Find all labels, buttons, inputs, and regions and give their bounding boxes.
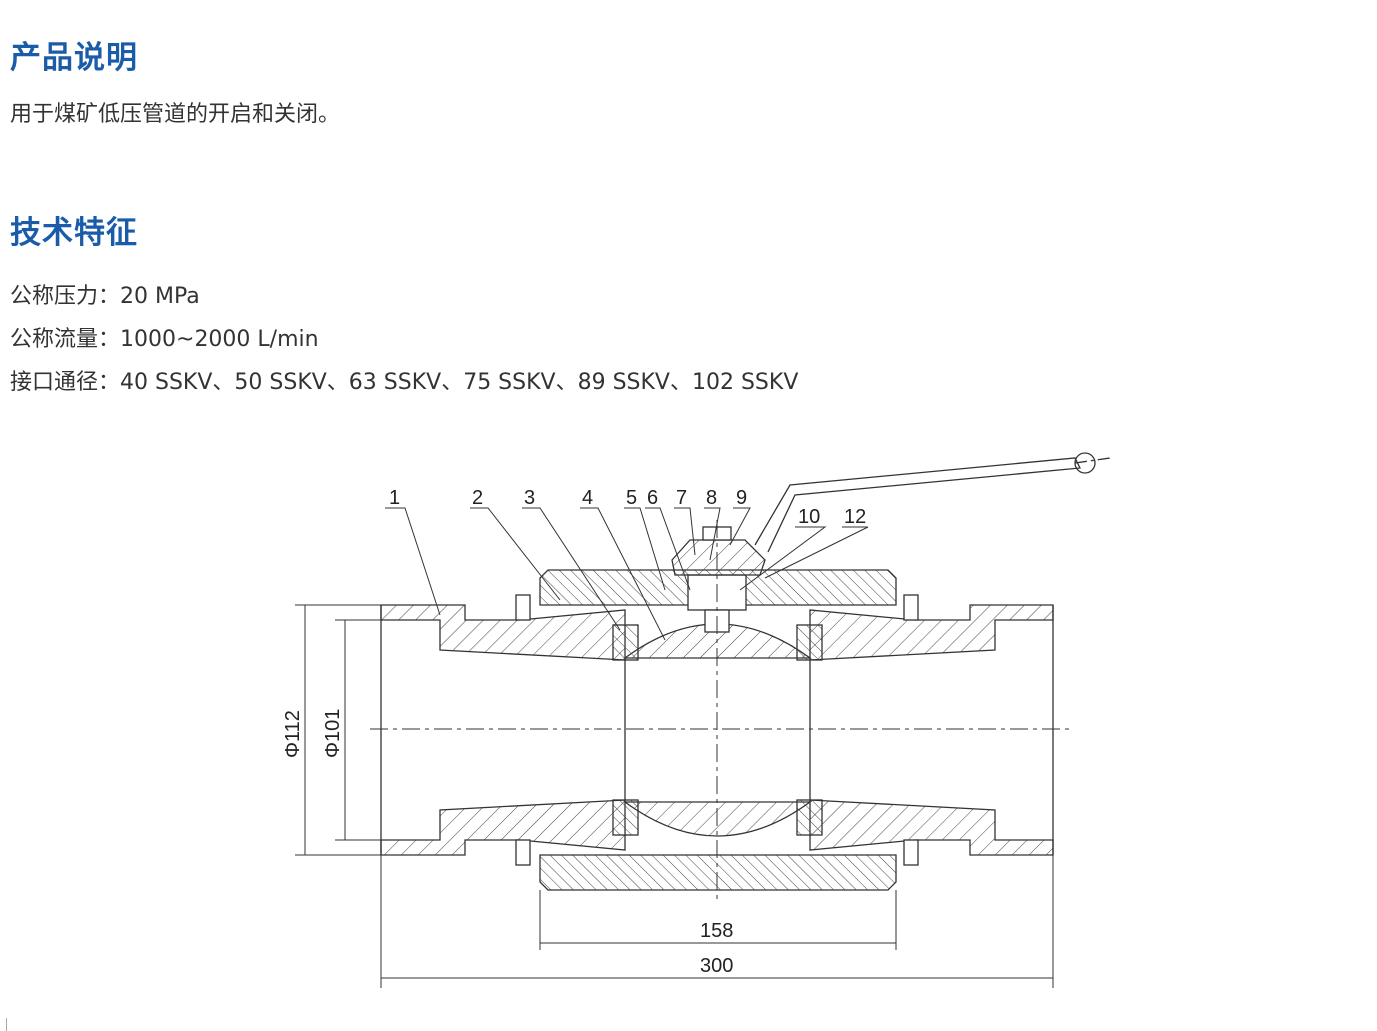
- part-label: 9: [736, 487, 747, 509]
- part-number-labels: 1 2 3 4 5 6 7 8 9 10 12: [389, 487, 866, 528]
- part-label: 1: [389, 487, 400, 509]
- left-connector-bottom: [380, 799, 626, 856]
- dimension-outer-diameter: Φ112: [282, 710, 304, 758]
- feature-value: 1000~2000 L/min: [120, 327, 319, 352]
- dimension-total-length: 300: [700, 955, 733, 977]
- part-label: 8: [706, 487, 717, 509]
- description-text: 用于煤矿低压管道的开启和关闭。: [10, 102, 341, 127]
- handle: [754, 457, 1082, 553]
- dimension-inner-diameter: Φ101: [322, 709, 344, 758]
- feature-value: 20 MPa: [120, 284, 200, 309]
- feature-diameter: 接口通径：40 SSKV、50 SSKV、63 SSKV、75 SSKV、89 …: [10, 364, 798, 396]
- feature-label: 公称流量：: [10, 327, 121, 352]
- left-connector-top: [380, 604, 626, 661]
- part-label: 2: [472, 487, 483, 509]
- page-edge-divider: [6, 1018, 7, 1031]
- part-label: 6: [647, 487, 658, 509]
- feature-pressure: 公称压力：20 MPa: [10, 278, 200, 310]
- right-connector-top: [809, 604, 1054, 661]
- feature-label: 公称压力：: [10, 284, 121, 309]
- dimension-body-length: 158: [700, 920, 733, 942]
- right-connector-bottom: [809, 799, 1054, 856]
- part-label: 3: [524, 487, 535, 509]
- part-label: 12: [844, 506, 866, 528]
- section-title-features: 技术特征: [10, 215, 138, 251]
- body-housing-bottom: [539, 854, 897, 891]
- part-label: 4: [582, 487, 593, 509]
- part-label: 5: [626, 487, 637, 509]
- feature-value: 40 SSKV、50 SSKV、63 SSKV、75 SSKV、89 SSKV、…: [120, 370, 799, 395]
- part-label: 7: [676, 487, 687, 509]
- part-label: 10: [798, 506, 820, 528]
- feature-label: 接口通径：: [10, 370, 121, 395]
- feature-flow: 公称流量：1000~2000 L/min: [10, 321, 319, 353]
- section-title-description: 产品说明: [10, 40, 138, 76]
